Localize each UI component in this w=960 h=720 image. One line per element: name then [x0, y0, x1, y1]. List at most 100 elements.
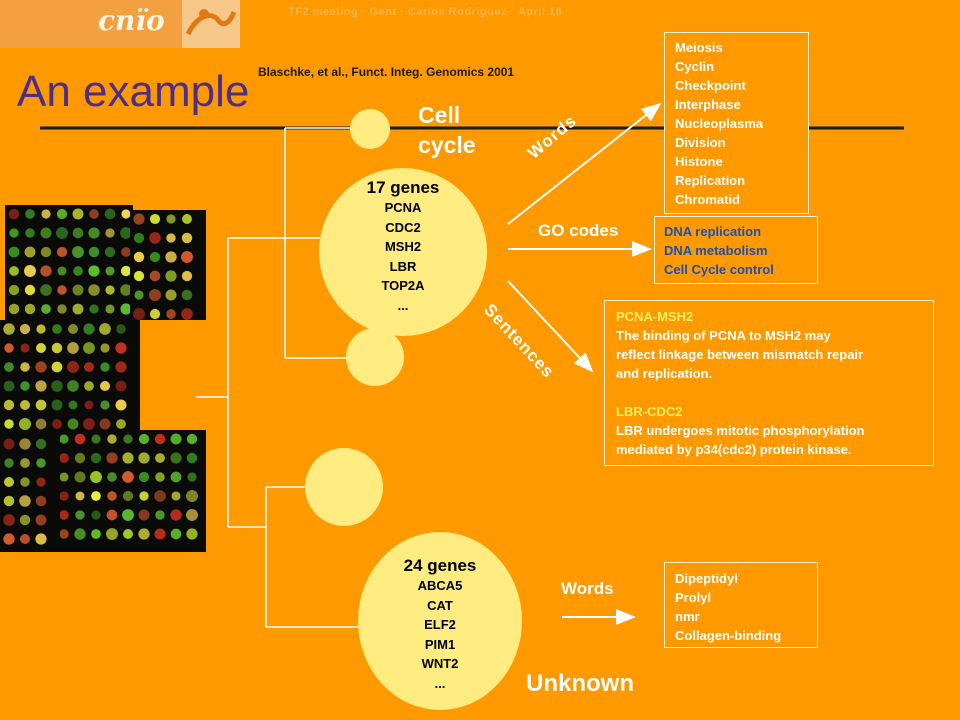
microarray-spot [84, 400, 94, 410]
microarray-spot [25, 228, 35, 238]
microarray-spot [138, 528, 150, 540]
microarray-spot [115, 342, 127, 354]
dendrogram [196, 127, 358, 628]
microarray-spot [56, 208, 68, 220]
microarray-panel [0, 320, 140, 435]
microarray-spot [20, 477, 30, 487]
citation: Blaschke, et al., Funct. Integ. Genomics… [258, 65, 515, 79]
microarray-spot [100, 362, 110, 372]
microarray-spot [35, 533, 47, 545]
microarray-spot [67, 342, 79, 354]
microarray-spot [68, 400, 78, 410]
microarray-spot [123, 434, 133, 444]
microarray-spot [154, 433, 166, 445]
go-codes-label: GO codes [538, 221, 619, 240]
logo-area: cnïo [0, 0, 240, 48]
microarray-spot [24, 284, 36, 296]
microarray-spot [139, 491, 149, 501]
keyword-item: Cyclin [675, 59, 715, 74]
microarray-spot [72, 246, 84, 258]
microarray-spot [155, 472, 165, 482]
arrow-sentences [507, 280, 594, 373]
microarray-spot [100, 343, 110, 353]
microarray-spot [3, 380, 15, 392]
sentence-line: mediated by p34(cdc2) protein kinase. [616, 442, 852, 457]
microarray-spot [133, 251, 145, 263]
microarray-spot [182, 214, 192, 224]
microarray-spot [155, 510, 165, 520]
microarray-spot [19, 533, 31, 545]
gene-name: CAT [427, 597, 453, 613]
microarray-spot [52, 419, 62, 429]
microarray-spot [122, 490, 134, 502]
microarray-spot [3, 399, 15, 411]
microarray-spot [121, 247, 131, 257]
microarray-spot [8, 246, 20, 258]
microarray-spot [84, 381, 94, 391]
go-code-item: Cell Cycle control [664, 262, 774, 277]
microarray-spot [133, 270, 145, 282]
microarray-spot [40, 246, 52, 258]
microarray-spot [20, 343, 30, 353]
gene-name: MSH2 [384, 239, 422, 254]
microarray-spot [9, 228, 19, 238]
microarray-spot [40, 227, 52, 239]
microarray-spot [186, 490, 198, 502]
keyword-item: Dipeptidyl [675, 571, 738, 586]
microarray-spot [19, 495, 31, 507]
keyword-item: Chromatid [675, 192, 740, 207]
microarray-spot [187, 472, 197, 482]
microarray-spot [51, 399, 63, 411]
microarray-spot [186, 452, 198, 464]
gene-name: ... [434, 675, 446, 691]
microarray-spot [133, 308, 145, 320]
microarray-spot [149, 289, 161, 301]
microarray-spot [3, 533, 15, 545]
microarray-spot [171, 491, 181, 501]
microarray-spot [19, 418, 31, 430]
microarray-spot [138, 452, 150, 464]
microarray-spot [3, 476, 15, 488]
microarray-spot [91, 510, 101, 520]
microarray-spot [24, 246, 36, 258]
microarray-spot [3, 323, 15, 335]
microarray-spot [90, 452, 102, 464]
microarray-spot [8, 208, 20, 220]
microarray-spot [74, 528, 86, 540]
microarray-spot [88, 284, 100, 296]
microarray-spot [51, 342, 63, 354]
sentence-line: reflect linkage between mismatch repair [616, 347, 864, 362]
microarray-spot [67, 380, 79, 392]
microarray-spot [56, 227, 68, 239]
microarray-spot [138, 509, 150, 521]
microarray-spot [106, 509, 118, 521]
microarray-spot [104, 208, 116, 220]
microarray-spot [170, 509, 182, 521]
arrow-words-top [507, 102, 662, 225]
keyword-item: nmr [675, 609, 700, 624]
microarray-spot [35, 380, 47, 392]
gene-name: LBR [389, 258, 417, 274]
gene-name: WNT2 [421, 656, 459, 671]
microarray-spot [68, 324, 78, 334]
cnio-logo: cnïo [98, 4, 165, 37]
microarray-spot [99, 323, 111, 335]
microarray-spot [83, 342, 95, 354]
microarray-spot [89, 209, 99, 219]
meeting-header: TF2 meeting · Gent · Carlos Rodríguez · … [288, 6, 563, 18]
microarray-spot [107, 491, 117, 501]
microarray-spot [36, 324, 46, 334]
microarray-spot [149, 308, 161, 320]
microarray-spot [20, 381, 30, 391]
microarray-spot [149, 251, 161, 263]
microarray-spot [57, 285, 67, 295]
microarray-spot [72, 303, 84, 315]
microarray-spot [99, 418, 111, 430]
